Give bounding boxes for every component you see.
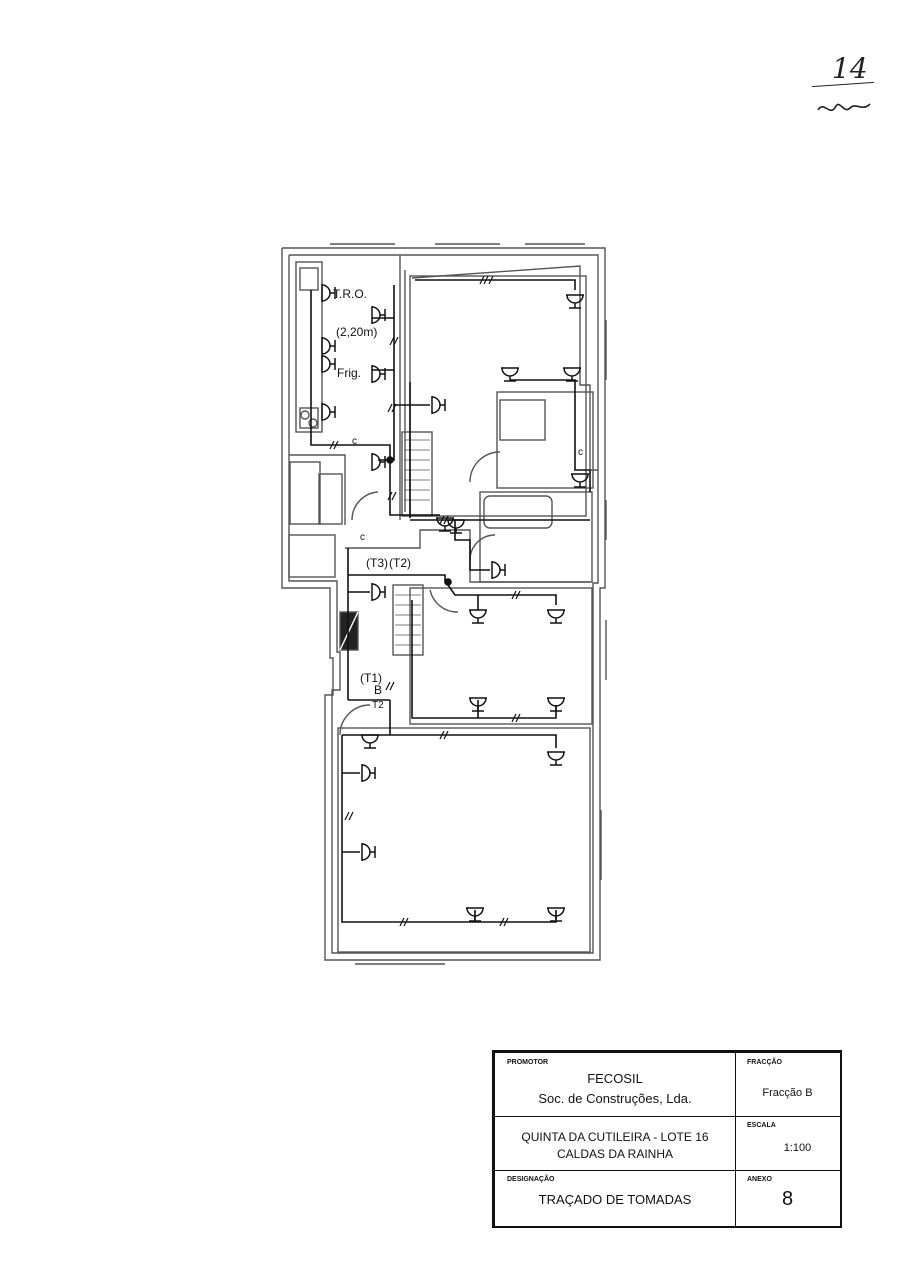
socket-outlet-icon <box>547 609 565 624</box>
label-t3: (T3) <box>366 556 388 570</box>
socket-outlet-icon <box>371 583 386 601</box>
promotor-name: FECOSIL <box>587 1071 643 1086</box>
socket-outlet-icon <box>361 734 379 749</box>
label-tro: T.R.O. <box>333 287 367 301</box>
socket-outlet-icon <box>447 519 465 534</box>
socket-outlet-icon <box>371 306 386 324</box>
label-c-bath: c <box>578 447 583 458</box>
socket-outlet-icon <box>469 697 487 712</box>
promotor-company: Soc. de Construções, Lda. <box>538 1091 692 1106</box>
socket-outlet-icon <box>321 355 336 373</box>
plan-labels: T.R.O. (2,20m) Frig. c c c (T3) (T2) (T1… <box>333 287 583 711</box>
socket-outlet-icon <box>547 751 565 766</box>
designacao-value: TRAÇADO DE TOMADAS <box>538 1192 692 1207</box>
socket-outlet-icon <box>321 403 336 421</box>
escala-value: 1:100 <box>783 1142 812 1154</box>
socket-outlet-icon <box>547 697 565 712</box>
label-t1: (T1) <box>360 671 382 685</box>
project-line2: CALDAS DA RAINHA <box>556 1147 674 1161</box>
anexo-label: ANEXO <box>747 1176 772 1183</box>
wiring <box>310 279 591 923</box>
fraccao-label: FRACÇÃO <box>747 1059 782 1066</box>
socket-outlet-icon <box>571 473 589 488</box>
walls <box>281 243 607 965</box>
socket-outlet-icon <box>321 284 336 302</box>
socket-outlet-icon <box>321 337 336 355</box>
socket-outlet-icon <box>563 367 581 382</box>
label-height: (2,20m) <box>336 325 377 339</box>
label-c-hall: c <box>360 532 365 543</box>
socket-outlet-icon <box>361 764 376 782</box>
handwritten-signature <box>816 96 872 126</box>
socket-outlets <box>321 284 589 922</box>
escala-label: ESCALA <box>747 1122 776 1129</box>
socket-outlet-icon <box>566 294 584 309</box>
socket-outlet-icon <box>431 396 446 414</box>
socket-outlet-icon <box>466 907 484 922</box>
promotor-label: PROMOTOR <box>507 1059 549 1066</box>
project-line1: QUINTA DA CUTILEIRA - LOTE 16 <box>521 1130 709 1144</box>
socket-outlet-icon <box>361 843 376 861</box>
socket-outlet-icon <box>436 517 454 532</box>
label-t2-lower: T2 <box>372 700 384 711</box>
title-block: PROMOTOR FECOSIL Soc. de Construções, Ld… <box>492 1050 842 1228</box>
socket-outlet-icon <box>501 367 519 382</box>
label-t2: (T2) <box>389 556 411 570</box>
label-c-kitchen: c <box>352 436 357 447</box>
label-b: B <box>374 683 382 697</box>
page-number-mark: 14 <box>832 52 868 85</box>
socket-outlet-icon <box>469 609 487 624</box>
designacao-label: DESIGNAÇÃO <box>507 1176 555 1183</box>
label-frig: Frig. <box>337 366 361 380</box>
fraccao-value: Fracção B <box>762 1087 813 1099</box>
socket-outlet-icon <box>547 907 565 922</box>
anexo-value: 8 <box>781 1188 794 1210</box>
socket-outlet-icon <box>491 561 506 579</box>
socket-outlet-icon <box>371 453 386 471</box>
socket-outlet-icon <box>371 365 386 383</box>
